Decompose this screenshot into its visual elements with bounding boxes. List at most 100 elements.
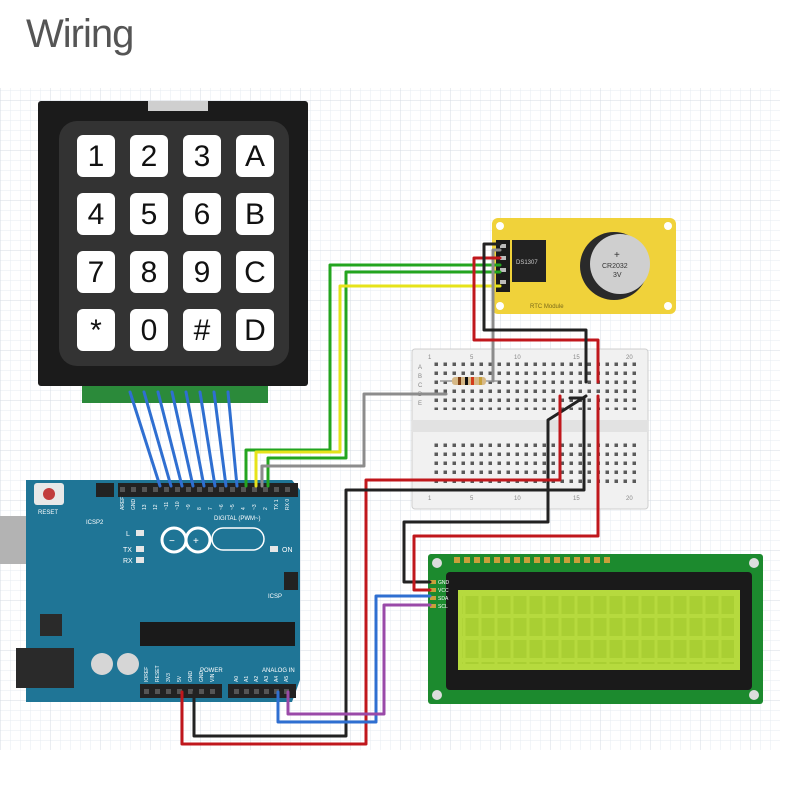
keypad-key-label: 6 (194, 198, 211, 231)
icsp-label: ICSP (268, 594, 282, 600)
keypad-key[interactable]: 5 (130, 193, 168, 235)
digital-pin-label: AREF (120, 497, 126, 510)
digital-pin-label: ~11 (164, 502, 170, 510)
analog-label: ANALOG IN (262, 668, 295, 674)
keypad-key-label: 0 (141, 314, 158, 347)
breadboard-col-label: 20 (626, 355, 633, 361)
breadboard-row-label: A (418, 365, 422, 371)
keypad-key[interactable]: * (77, 309, 115, 351)
power-pin-label: IOREF (144, 667, 150, 682)
breadboard-col-label: 1 (428, 355, 432, 361)
arduino-uno: RESET ICSP 2 DIGITAL (PWM~) AREF GND 13 12 ~1… (0, 480, 300, 702)
keypad-key-label: 5 (141, 198, 158, 231)
keypad-key[interactable]: 9 (183, 251, 221, 293)
keypad-key-label: D (244, 314, 266, 347)
digital-pin-label: 4 (241, 507, 247, 510)
analog-pin-label: A5 (284, 676, 290, 682)
reset-label: RESET (38, 510, 58, 516)
keypad-key-label: 4 (88, 198, 105, 231)
wire-blue (156, 390, 184, 488)
keypad-key[interactable]: 7 (77, 251, 115, 293)
keypad-key[interactable]: 4 (77, 193, 115, 235)
wire-black (192, 396, 586, 738)
digital-pin-label: 2 (263, 507, 269, 510)
lcd-pin-label: VCC (438, 588, 449, 594)
lcd-display: GND VCC SDA SCL (428, 554, 763, 704)
wire-blue (184, 390, 206, 488)
digital-pin-label: ~10 (175, 501, 181, 510)
wire-blue (128, 390, 162, 488)
digital-pin-label: 8 (197, 507, 203, 510)
wire-yellow (254, 284, 502, 488)
digital-pin-label: ~3 (252, 504, 258, 510)
keypad-key[interactable]: 3 (183, 135, 221, 177)
resistor (440, 377, 498, 385)
breadboard-row-label: C (418, 383, 423, 389)
rtc-module-label: RTC Module (530, 304, 564, 310)
keypad-key-label: 2 (141, 140, 158, 173)
breadboard-col-label: 1 (428, 496, 432, 502)
power-pin-label: RESET (155, 665, 161, 682)
svg-text:−: − (169, 536, 175, 547)
keypad-key[interactable]: B (236, 193, 274, 235)
battery (590, 234, 650, 294)
keypad-key-label: 7 (88, 256, 105, 289)
analog-pin-label: A1 (244, 676, 250, 682)
power-pin-label: 5V (177, 675, 183, 682)
keypad-key[interactable]: 2 (130, 135, 168, 177)
wire-red (412, 394, 600, 592)
wire-green (244, 263, 502, 488)
keypad-key-label: B (245, 198, 265, 231)
rtc-chip-label: DS1307 (516, 260, 538, 266)
wire-black (482, 242, 588, 384)
lcd-pin-label: SDA (438, 596, 449, 602)
keypad-key[interactable]: D (236, 309, 274, 351)
power-pin-label: GND (199, 671, 205, 683)
lcd-pin-label: SCL (438, 604, 448, 610)
keypad-key[interactable]: 6 (183, 193, 221, 235)
led-l-label: L (126, 531, 130, 538)
breadboard-col-label: 15 (573, 496, 580, 502)
keypad-key-label: # (194, 314, 211, 347)
wire-blue (170, 390, 195, 488)
digital-pin-label: 12 (153, 504, 159, 510)
svg-text:+: + (614, 250, 620, 261)
keypad-key[interactable]: C (236, 251, 274, 293)
led-rx-label: RX (123, 558, 133, 565)
keypad-key[interactable]: 8 (130, 251, 168, 293)
battery-type: CR2032 (602, 263, 628, 270)
digital-label: DIGITAL (PWM~) (214, 516, 261, 522)
lcd-pin-label: GND (438, 580, 450, 586)
battery-voltage: 3V (613, 272, 622, 279)
digital-pin-label: TX 1 (274, 499, 280, 510)
breadboard: A B C D E 1 5 10 15 20 1 5 10 15 20 (411, 348, 649, 510)
keypad-key-label: A (245, 140, 265, 173)
wire-red (180, 394, 562, 746)
wire-blue (142, 390, 173, 488)
keypad-key-label: * (90, 314, 102, 347)
keypad-key[interactable]: A (236, 135, 274, 177)
wire-black (402, 394, 588, 584)
keypad-key[interactable]: 0 (130, 309, 168, 351)
digital-pin-label: ~5 (230, 504, 236, 510)
on-label: ON (282, 547, 293, 554)
analog-pin-label: A2 (254, 676, 260, 682)
wire-blue (276, 594, 432, 724)
power-pin-label: VIN (210, 673, 216, 682)
breadboard-col-label: 10 (514, 496, 521, 502)
keypad-key[interactable]: # (183, 309, 221, 351)
keypad-key-label: C (244, 256, 266, 289)
breadboard-col-label: 5 (470, 496, 474, 502)
digital-pin-label: ~9 (186, 504, 192, 510)
keypad-key[interactable]: 1 (77, 135, 115, 177)
wire-blue (198, 390, 217, 488)
wire-blue (226, 390, 239, 488)
arduino-logo-icon: − + (160, 526, 212, 554)
wire-blue (212, 390, 228, 488)
digital-pin-label: ~6 (219, 504, 225, 510)
breadboard-col-label: 5 (470, 355, 474, 361)
wire-gray (491, 248, 502, 383)
digital-pin-label: 13 (142, 504, 148, 510)
digital-pin-label: RX 0 (285, 499, 291, 510)
